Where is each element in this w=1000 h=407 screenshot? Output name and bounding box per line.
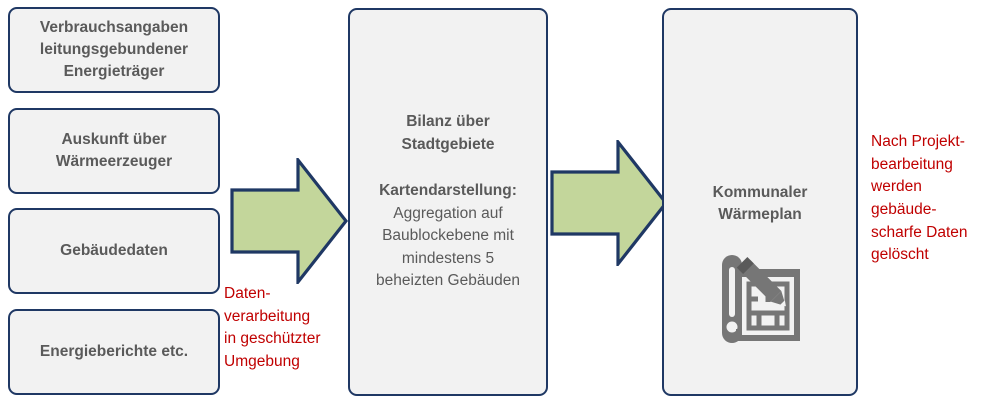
processing-box-bilanz: Bilanz über Stadtgebiete Kartendarstellu… bbox=[348, 8, 548, 396]
processing-heading: Bilanz über Stadtgebiete bbox=[401, 113, 495, 153]
source-box-auskunft: Auskunft über Wärmeerzeuger bbox=[8, 108, 220, 194]
processing-subtitle: Kartendarstellung: bbox=[379, 182, 517, 200]
source-box-verbrauchsangaben: Verbrauchsangaben leitungsgebundener Ene… bbox=[8, 7, 220, 93]
note-datenverarbeitung: Daten- verarbeitung in geschützter Umgeb… bbox=[224, 285, 321, 370]
source-box-label: Verbrauchsangaben leitungsgebundener Ene… bbox=[39, 19, 189, 80]
processing-body: Aggregation auf Baublockebene mit mindes… bbox=[376, 204, 520, 290]
source-box-label: Gebäudedaten bbox=[60, 242, 168, 259]
result-box-waermeplan: Kommunaler Wärmeplan bbox=[662, 8, 858, 396]
source-box-label: Auskunft über Wärmeerzeuger bbox=[55, 131, 173, 170]
arrow-sources-to-processing-icon bbox=[230, 158, 348, 284]
source-box-energieberichte: Energieberichte etc. bbox=[8, 309, 220, 395]
result-title: Kommunaler Wärmeplan bbox=[712, 184, 808, 224]
arrow-processing-to-result-icon bbox=[550, 140, 668, 266]
blueprint-pencil-icon bbox=[722, 254, 800, 343]
source-box-label: Energieberichte etc. bbox=[39, 343, 189, 360]
note-loeschung: Nach Projekt- bearbeitung werden gebäude… bbox=[871, 133, 968, 264]
source-box-gebaeudedaten: Gebäudedaten bbox=[8, 208, 220, 294]
